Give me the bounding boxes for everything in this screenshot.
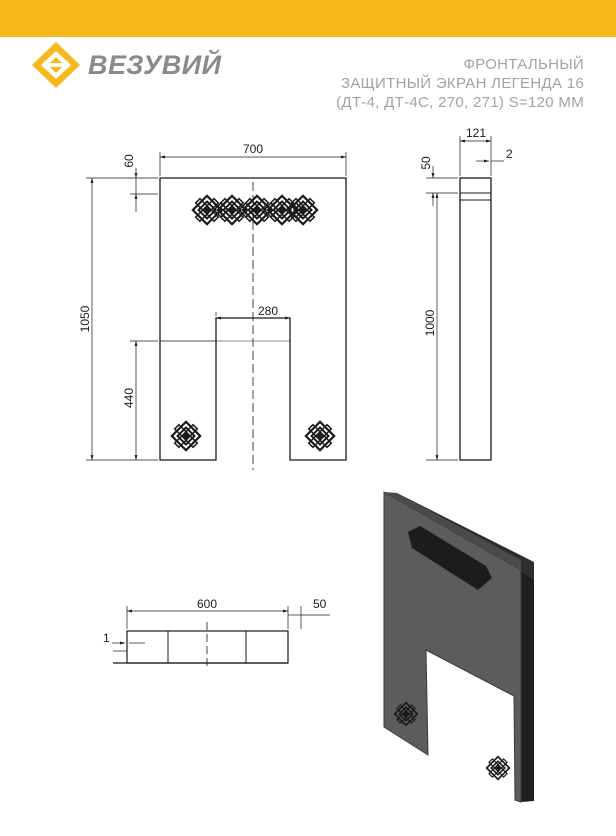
- dim-thickness-1: 1: [103, 631, 110, 645]
- brand-name: ВЕЗУВИЙ: [88, 50, 222, 80]
- front-view: 700 1050 60 280 440: [78, 142, 347, 470]
- dim-width-700: 700: [243, 142, 263, 156]
- celtic-knot-ornament-icon: [170, 420, 202, 452]
- dim-opening-280: 280: [258, 304, 278, 318]
- dim-side-offset-50: 50: [419, 156, 433, 170]
- dim-top-width-600: 600: [197, 597, 217, 611]
- dim-gap-2: 2: [506, 147, 513, 161]
- screen-3d-render: [383, 491, 534, 803]
- top-view: 600 50 1: [103, 597, 330, 670]
- dim-opening-440: 440: [122, 388, 136, 408]
- top-ornament-band: [191, 194, 319, 226]
- side-view: 121 2 50 1000: [419, 126, 513, 461]
- dim-top-offset-60: 60: [122, 154, 136, 168]
- brand-logo: [32, 42, 80, 88]
- dim-height-1050: 1050: [78, 305, 92, 332]
- screen-3d-front-panel: [383, 491, 522, 803]
- title-line-1: ФРОНТАЛЬНЫЙ: [463, 56, 584, 73]
- title-line-2: ЗАЩИТНЫЙ ЭКРАН ЛЕГЕНДА 16: [341, 75, 584, 92]
- dim-top-offset-50: 50: [313, 597, 327, 611]
- dim-side-height-1000: 1000: [423, 309, 437, 336]
- celtic-knot-ornament-icon: [485, 755, 511, 781]
- celtic-knot-ornament-icon: [304, 420, 336, 452]
- render-ornament-band: [408, 526, 492, 590]
- dim-depth-121: 121: [466, 126, 486, 140]
- product-title: ФРОНТАЛЬНЫЙ ЗАЩИТНЫЙ ЭКРАН ЛЕГЕНДА 16 (Д…: [244, 55, 584, 112]
- title-line-3: (ДТ-4, ДТ-4С, 270, 271) S=120 ММ: [336, 94, 584, 111]
- top-accent-bar: [0, 0, 616, 37]
- vezuviy-logo-icon: [32, 42, 80, 88]
